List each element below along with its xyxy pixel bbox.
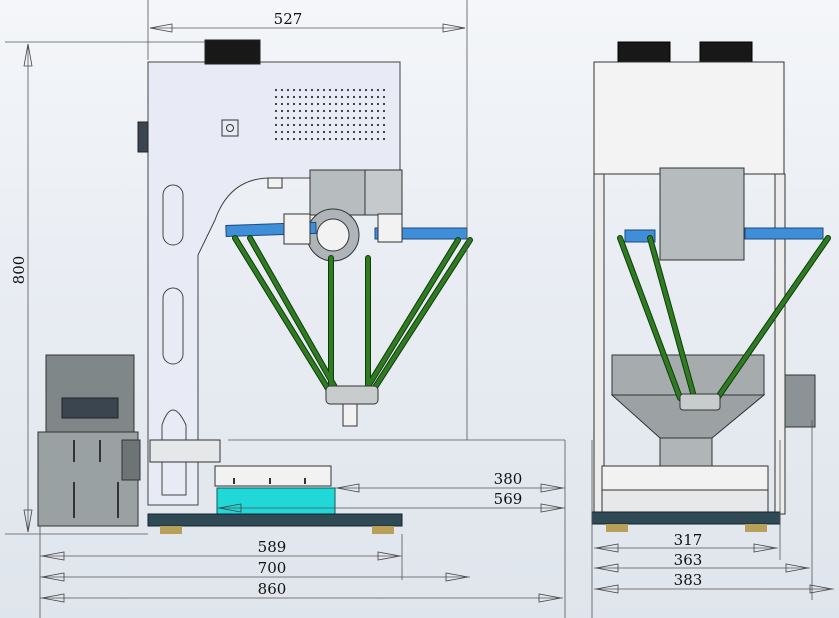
base-plate (147, 513, 403, 527)
dim-base-589: 589 (258, 538, 287, 556)
dim-side-383: 383 (674, 571, 703, 589)
dim-side-363: 363 (674, 551, 703, 569)
motor-block (306, 169, 403, 262)
side-view (591, 41, 831, 532)
dim-height: 800 (10, 256, 28, 285)
dim-top-width: 527 (274, 10, 303, 28)
dim-base-700: 700 (258, 559, 287, 577)
dim-base-860: 860 (258, 580, 287, 598)
dim-conveyor-outer: 569 (494, 490, 523, 508)
dimension-labels: 527 800 380 569 589 700 860 317 363 383 (10, 10, 702, 598)
delta-arms (232, 235, 473, 427)
vent-grille (274, 88, 386, 141)
dim-conveyor-inner: 380 (494, 470, 523, 488)
front-view (37, 39, 473, 534)
dimension-lines (5, 0, 834, 618)
feeder-unit (37, 354, 141, 527)
dim-side-317: 317 (674, 531, 703, 549)
conveyor (149, 439, 336, 515)
